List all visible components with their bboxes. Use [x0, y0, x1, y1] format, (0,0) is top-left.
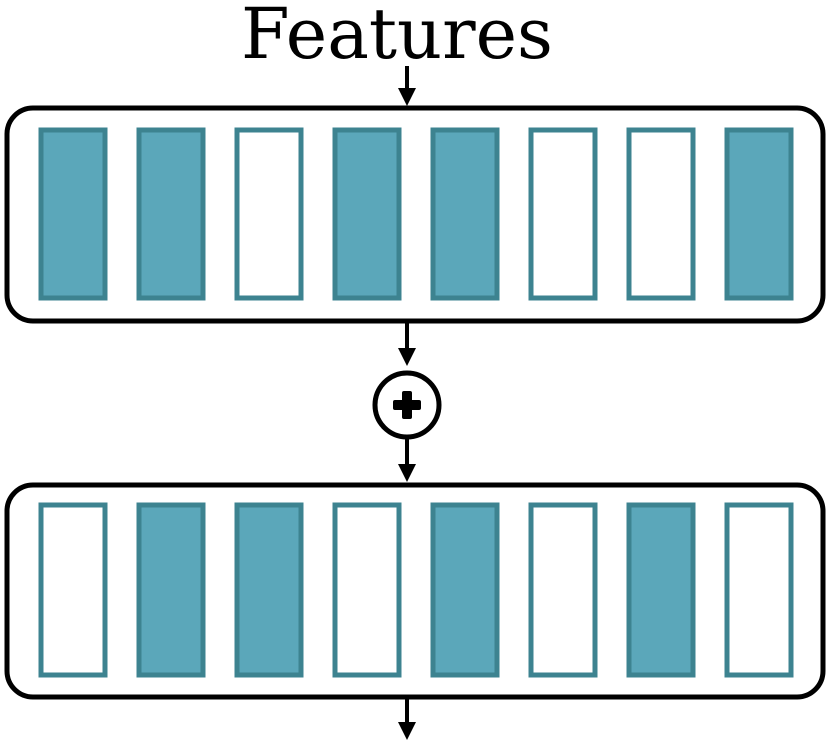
bottom-layer-cell-8-empty [724, 502, 794, 678]
bottom-layer-cell-3-filled [234, 502, 304, 678]
bottom-layer-container [4, 482, 826, 700]
top-layer-cell-7-empty [626, 127, 696, 301]
top-layer-cell-6-empty [528, 127, 598, 301]
plus-icon [372, 370, 442, 440]
arrow-operator-to-bottom [398, 438, 416, 482]
bottom-layer-cell-6-empty [528, 502, 598, 678]
top-layer-cell-5-filled [430, 127, 500, 301]
arrow-top-to-operator [398, 322, 416, 366]
bottom-layer-cell-7-filled [626, 502, 696, 678]
top-layer-cell-2-filled [136, 127, 206, 301]
diagram-title: Features [241, 0, 553, 75]
top-layer-container [4, 105, 826, 324]
top-layer-cells [38, 127, 794, 301]
bottom-layer-cell-5-filled [430, 502, 500, 678]
arrow-output [398, 698, 416, 740]
bottom-layer-cell-2-filled [136, 502, 206, 678]
top-layer-cell-4-filled [332, 127, 402, 301]
top-layer-cell-8-filled [724, 127, 794, 301]
top-layer-cell-3-empty [234, 127, 304, 301]
arrow-title-to-top [398, 66, 416, 106]
bottom-layer-cell-1-empty [38, 502, 108, 678]
top-layer-cell-1-filled [38, 127, 108, 301]
bottom-layer-cells [38, 502, 794, 678]
bottom-layer-cell-4-empty [332, 502, 402, 678]
